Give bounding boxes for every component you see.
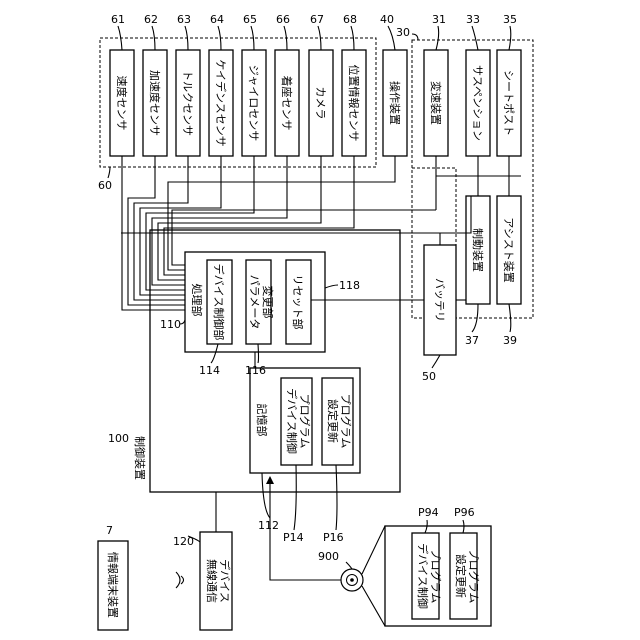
- cadence-sensor-label: ケイデンスセンサ: [214, 59, 228, 147]
- ref-33: 33: [466, 13, 480, 26]
- wireless-signal-icon: [176, 572, 184, 588]
- ref-63: 63: [177, 13, 191, 26]
- ref-67: 67: [310, 13, 324, 26]
- ref-39: 39: [503, 334, 517, 347]
- parameter-change-unit-label-1: パラメータ: [248, 275, 261, 330]
- gyro-sensor-label: ジャイロセンサ: [247, 65, 260, 141]
- acceleration-sensor-label: 加速度センサ: [148, 70, 162, 136]
- ref-118: 118: [339, 279, 360, 292]
- ref-7: 7: [106, 524, 113, 537]
- suspension-label: サスペンション: [471, 65, 484, 141]
- processing-unit-label: 処理部: [190, 284, 204, 317]
- ref-P94: P94: [418, 506, 439, 519]
- ref-66: 66: [276, 13, 290, 26]
- ref-61: 61: [111, 13, 125, 26]
- ref-114: 114: [199, 364, 220, 377]
- ref-60: 60: [98, 179, 112, 192]
- ref-P14: P14: [283, 531, 304, 544]
- camera-label: カメラ: [314, 87, 327, 120]
- device-control-unit-label: デバイス制御部: [212, 264, 226, 341]
- ref-P16: P16: [323, 531, 344, 544]
- sensor-group-60: [100, 38, 376, 167]
- setting-update-program-label-2: プログラム: [339, 394, 353, 449]
- ref-40: 40: [380, 13, 394, 26]
- operation-device-label: 操作装置: [388, 81, 402, 125]
- ref-112: 112: [258, 519, 279, 532]
- parameter-change-unit-label-2: 変更部: [261, 286, 275, 319]
- ext-device-control-program-label-2: プログラム: [429, 549, 443, 604]
- ref-31: 31: [432, 13, 446, 26]
- device-control-program-label-2: プログラム: [298, 394, 312, 449]
- ref-P96: P96: [454, 506, 475, 519]
- wireless-communication-device-label-2: デバイス: [218, 559, 232, 603]
- battery-label: バッテリ: [433, 278, 446, 322]
- ref-62: 62: [144, 13, 158, 26]
- torque-sensor-label: トルクセンサ: [181, 70, 194, 136]
- ref-900: 900: [318, 550, 339, 563]
- server-disk-icon: [341, 569, 363, 591]
- ref-100: 100: [108, 432, 129, 445]
- ref-68: 68: [343, 13, 357, 26]
- information-terminal-label: 情報端末装置: [106, 552, 120, 618]
- ref-110: 110: [160, 318, 181, 331]
- ref-37: 37: [465, 334, 479, 347]
- ext-device-control-program-label-1: デバイス制御: [416, 543, 430, 609]
- brake-device-label: 制動装置: [471, 228, 485, 272]
- seat-post-label: シートポスト: [502, 70, 515, 136]
- device-control-program-label-1: デバイス制御: [285, 388, 299, 454]
- ref-30: 30: [396, 26, 410, 39]
- ref-65: 65: [243, 13, 257, 26]
- position-sensor-label: 位置情報センサ: [347, 65, 361, 142]
- ref-64: 64: [210, 13, 224, 26]
- ref-35: 35: [503, 13, 517, 26]
- ref-116: 116: [245, 364, 266, 377]
- fan-lines: [362, 526, 385, 626]
- assist-device-label: アシスト装置: [502, 217, 515, 283]
- ref-50: 50: [422, 370, 436, 383]
- reset-unit-label: リセット部: [291, 275, 305, 330]
- seat-sensor-label: 着座センサ: [280, 76, 294, 131]
- ext-setting-update-program-label-1: 設定更新: [454, 554, 468, 598]
- wireless-communication-device-label-1: 無線通信: [205, 559, 219, 603]
- speed-sensor-label: 速度センサ: [115, 76, 129, 131]
- ext-setting-update-program-label-2: プログラム: [467, 549, 481, 604]
- control-device-label: 制御装置: [133, 436, 147, 480]
- transmission-device-label: 変速装置: [429, 81, 443, 125]
- setting-update-program-label-1: 設定更新: [326, 399, 340, 443]
- ref-120: 120: [173, 535, 194, 548]
- storage-unit-label: 記憶部: [255, 404, 269, 437]
